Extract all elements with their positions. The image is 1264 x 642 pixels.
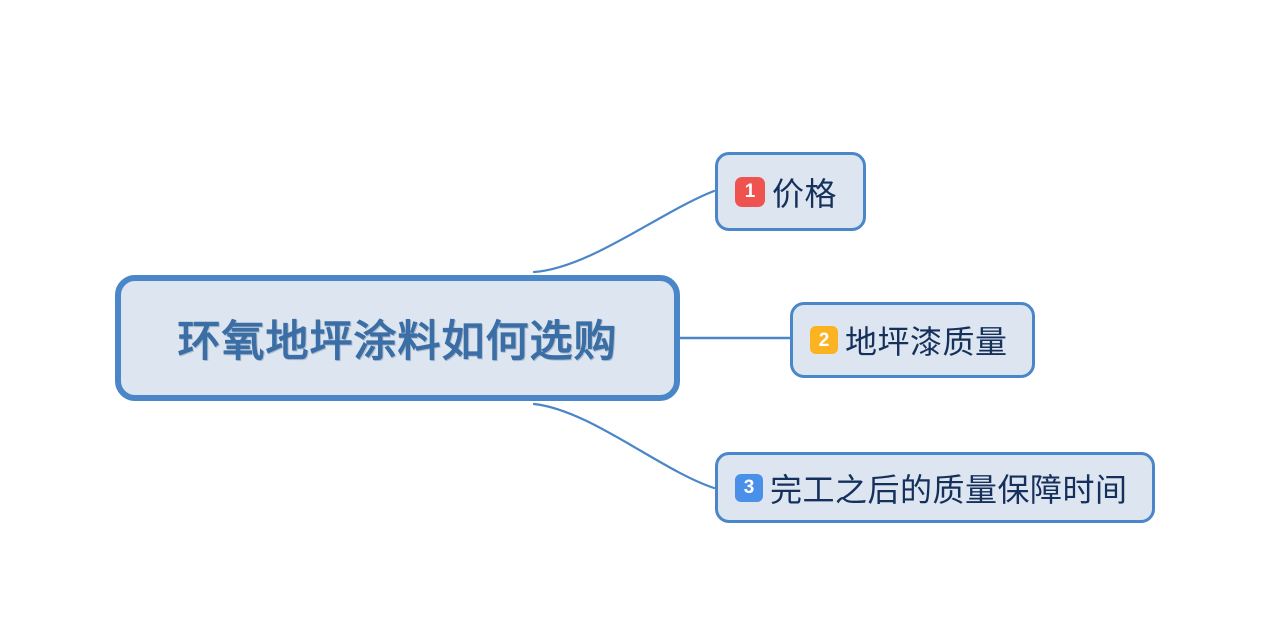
branch-1-number-badge: 1 bbox=[735, 176, 765, 207]
branch-3-number-badge: 3 bbox=[735, 473, 763, 502]
branch-node-1[interactable]: 1 价格 bbox=[715, 152, 866, 231]
connector-to-branch-3 bbox=[532, 402, 716, 490]
branch-2-label: 地坪漆质量 bbox=[845, 324, 1008, 360]
branch-1-label: 价格 bbox=[772, 175, 838, 212]
root-node[interactable]: 环氧地坪涂料如何选购 bbox=[115, 275, 680, 401]
root-node-label: 环氧地坪涂料如何选购 bbox=[177, 318, 618, 366]
branch-node-2[interactable]: 2 地坪漆质量 bbox=[790, 302, 1035, 378]
branch-2-number-badge: 2 bbox=[810, 326, 838, 354]
branch-3-label: 完工之后的质量保障时间 bbox=[770, 471, 1128, 508]
connector-to-branch-1 bbox=[532, 189, 716, 274]
branch-node-3[interactable]: 3 完工之后的质量保障时间 bbox=[715, 452, 1155, 523]
